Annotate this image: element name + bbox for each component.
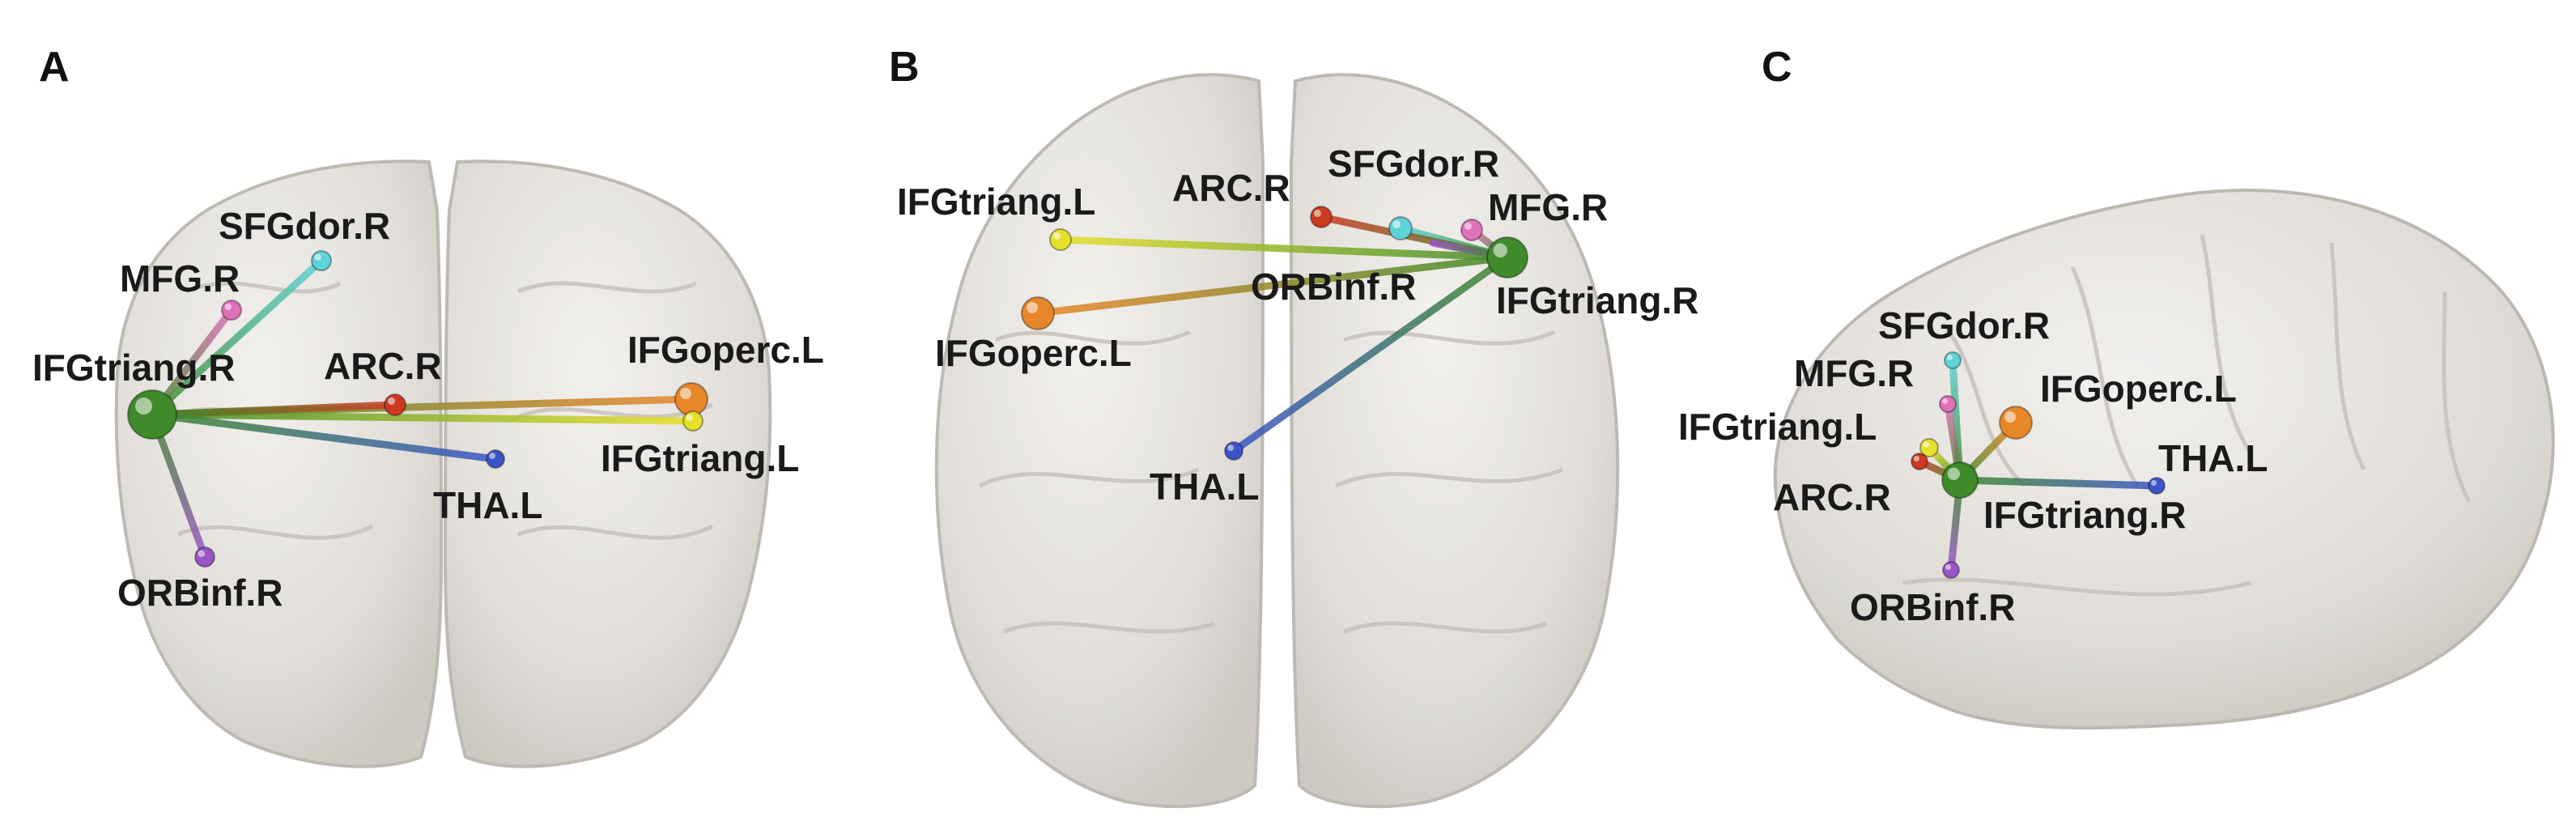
node-highlight-b-mfg-r	[1464, 222, 1472, 231]
node-highlight-b-sfgdor-r	[1392, 220, 1401, 228]
node-a-sfgdor-r	[311, 250, 332, 271]
label-b-ifgtriang-l: IFGtriang.L	[897, 181, 1095, 223]
node-highlight-c-tha-l	[2151, 480, 2157, 486]
node-a-tha-l	[486, 449, 505, 469]
node-c-mfg-r	[1939, 395, 1957, 413]
node-b-ifgoperc-l	[1021, 296, 1055, 330]
label-b-arc-r: ARC.R	[1172, 167, 1290, 209]
node-c-ifgtriang-r	[1941, 461, 1979, 499]
label-b-ifgoperc-l: IFGoperc.L	[935, 332, 1132, 374]
node-b-mfg-r	[1460, 219, 1483, 241]
edge-a-ifgtriang-r-to-arc-r	[148, 401, 399, 419]
node-highlight-b-ifgtriang-l	[1052, 232, 1061, 240]
node-highlight-a-arc-r	[387, 397, 396, 406]
label-c-orbinf-r: ORBinf.R	[1850, 586, 2015, 628]
label-b-tha-l: THA.L	[1150, 466, 1259, 508]
node-b-sfgdor-r	[1388, 216, 1413, 240]
node-c-tha-l	[2148, 477, 2166, 495]
label-c-ifgoperc-l: IFGoperc.L	[2040, 368, 2237, 410]
brain-c	[1773, 189, 2555, 730]
brain-b	[934, 73, 1620, 809]
brain-a-left-hemisphere	[114, 159, 444, 768]
label-b-sfgdor-r: SFGdor.R	[1328, 142, 1499, 185]
edge-a-ifgtriang-r-to-sfgdor-r	[148, 257, 325, 419]
label-b-orbinf-r: ORBinf.R	[1251, 266, 1416, 308]
label-c-arc-r: ARC.R	[1773, 476, 1891, 518]
node-c-sfgdor-r	[1944, 351, 1962, 369]
brain-c-hemisphere	[1773, 189, 2555, 730]
brain-b-gyri	[978, 330, 1563, 634]
brain-a	[114, 159, 772, 768]
edge-a-ifgtriang-r-to-ifgtriang-l	[148, 410, 697, 425]
brain-c-gyri	[1902, 234, 2472, 597]
node-c-orbinf-r	[1942, 561, 1960, 579]
node-b-arc-r	[1310, 206, 1333, 228]
label-b-mfg-r: MFG.R	[1488, 186, 1608, 228]
node-highlight-a-mfg-r	[224, 303, 232, 310]
edge-b-ifgtriang-r-to-tha-l	[1230, 253, 1511, 455]
node-c-ifgoperc-l	[1999, 406, 2033, 440]
node-highlight-c-ifgoperc-l	[2004, 411, 2016, 423]
node-b-ifgtriang-l	[1049, 228, 1072, 251]
node-a-arc-r	[384, 393, 406, 416]
panel-letter-a: A	[39, 44, 70, 91]
node-a-mfg-r	[221, 300, 242, 321]
panel-a: A IFGtriang.R ARC.R SFGdor.R MFG.R ORBinf.R T…	[32, 44, 824, 768]
label-c-mfg-r: MFG.R	[1794, 352, 1914, 394]
edge-a-ifgtriang-r-to-orbinf-r	[148, 410, 209, 561]
node-highlight-a-sfgdor-r	[314, 253, 321, 261]
node-c-arc-r	[1911, 453, 1928, 470]
node-highlight-c-ifgtriang-l	[1923, 441, 1929, 449]
label-a-ifgoperc-l: IFGoperc.L	[627, 329, 824, 371]
panel-letter-c: C	[1762, 44, 1792, 91]
label-a-tha-l: THA.L	[433, 484, 542, 526]
node-highlight-a-ifgtriang-l	[686, 414, 693, 421]
node-highlight-a-ifgtriang-r	[135, 398, 152, 415]
label-a-sfgdor-r: SFGdor.R	[219, 205, 390, 247]
node-highlight-a-orbinf-r	[198, 550, 205, 557]
node-highlight-c-ifgtriang-r	[1947, 467, 1960, 480]
label-a-arc-r: ARC.R	[324, 345, 442, 387]
node-b-ifgtriang-r	[1486, 236, 1528, 279]
edge-a-ifgtriang-r-to-tha-l	[148, 410, 499, 463]
label-a-mfg-r: MFG.R	[120, 257, 240, 300]
nodes-a: IFGtriang.R ARC.R SFGdor.R MFG.R ORBinf.R THA…	[32, 205, 824, 614]
panel-c: C SFGdor.R MFG.R IFGoperc.L IFGtriang.L THA.…	[1678, 44, 2555, 730]
label-c-ifgtriang-l: IFGtriang.L	[1678, 406, 1877, 448]
node-a-ifgtriang-r	[127, 389, 177, 440]
label-a-orbinf-r: ORBinf.R	[117, 572, 283, 614]
node-a-orbinf-r	[194, 546, 215, 568]
node-a-ifgoperc-l	[674, 382, 708, 416]
label-c-tha-l: THA.L	[2158, 437, 2268, 479]
node-highlight-a-ifgoperc-l	[680, 388, 691, 399]
label-a-ifgtriang-r: IFGtriang.R	[32, 347, 235, 389]
node-highlight-c-sfgdor-r	[1947, 355, 1953, 360]
node-highlight-c-mfg-r	[1942, 398, 1948, 404]
node-highlight-b-ifgtriang-r	[1493, 243, 1507, 257]
node-b-tha-l	[1224, 441, 1243, 461]
panel-letter-b: B	[889, 44, 920, 91]
nodes-c: SFGdor.R MFG.R IFGoperc.L IFGtriang.L THA.L A…	[1678, 304, 2268, 628]
node-highlight-b-arc-r	[1313, 209, 1321, 218]
label-b-ifgtriang-r: IFGtriang.R	[1496, 279, 1698, 321]
node-highlight-c-arc-r	[1914, 456, 1919, 461]
brain-b-left-hemisphere	[934, 73, 1265, 809]
node-highlight-a-tha-l	[489, 453, 496, 460]
label-c-sfgdor-r: SFGdor.R	[1878, 304, 2050, 347]
node-highlight-b-ifgoperc-l	[1027, 302, 1038, 313]
label-a-ifgtriang-l: IFGtriang.L	[601, 437, 799, 479]
edge-b-ifgtriang-r-to-ifgoperc-l	[1034, 253, 1511, 317]
brain-a-right-hemisphere	[443, 159, 772, 768]
edge-b-ifgtriang-r-to-ifgtriang-l	[1056, 236, 1511, 262]
node-a-ifgtriang-l	[682, 410, 704, 432]
label-c-ifgtriang-r: IFGtriang.R	[1983, 494, 2186, 536]
node-highlight-c-orbinf-r	[1945, 564, 1951, 570]
edge-c-ifgtriang-r-to-tha-l	[1956, 476, 2161, 490]
node-highlight-b-tha-l	[1227, 444, 1234, 452]
edges-b	[1034, 213, 1511, 455]
edges-a	[148, 257, 697, 561]
